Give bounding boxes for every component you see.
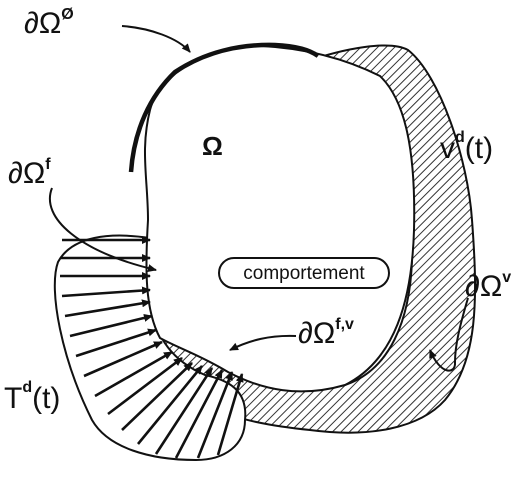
label-empty-boundary: ∂ΩØ xyxy=(24,6,74,40)
label-force-boundary-base: ∂Ω xyxy=(8,157,45,190)
empty-boundary-arc xyxy=(128,42,320,173)
traction-arrows xyxy=(60,236,244,459)
label-traction-sup: d xyxy=(22,379,32,396)
label-mixed-boundary: ∂Ωf,v xyxy=(298,316,354,350)
leader-force-boundary xyxy=(49,187,157,273)
label-velocity-boundary-base: ∂Ω xyxy=(465,270,502,303)
label-traction-arg: (t) xyxy=(32,382,60,415)
leader-velocity-boundary xyxy=(429,297,469,372)
leader-mixed-boundary xyxy=(229,334,297,351)
label-velocity-boundary-sup: v xyxy=(502,269,511,286)
domain-body xyxy=(143,44,416,393)
label-empty-boundary-base: ∂Ω xyxy=(24,7,61,40)
label-force-boundary-sup: f xyxy=(45,156,51,173)
label-traction-base: T xyxy=(4,382,22,415)
label-domain: Ω xyxy=(202,131,223,161)
label-velocity-base: v xyxy=(440,132,455,165)
label-velocity-arg: (t) xyxy=(465,132,493,165)
label-empty-boundary-sup: Ø xyxy=(61,6,73,23)
behavior-pill-outline xyxy=(218,257,390,289)
label-mixed-boundary-sup: f,v xyxy=(335,316,354,333)
label-velocity-boundary: ∂Ωv xyxy=(465,269,511,303)
label-velocity-sup: d xyxy=(455,129,465,146)
leader-empty-boundary xyxy=(121,25,191,53)
behavior-label: comportement xyxy=(243,263,365,284)
label-force-boundary: ∂Ωf xyxy=(8,156,51,190)
label-traction: Td(t) xyxy=(4,379,60,415)
label-mixed-boundary-base: ∂Ω xyxy=(298,317,335,350)
label-velocity: vd(t) xyxy=(440,129,493,165)
